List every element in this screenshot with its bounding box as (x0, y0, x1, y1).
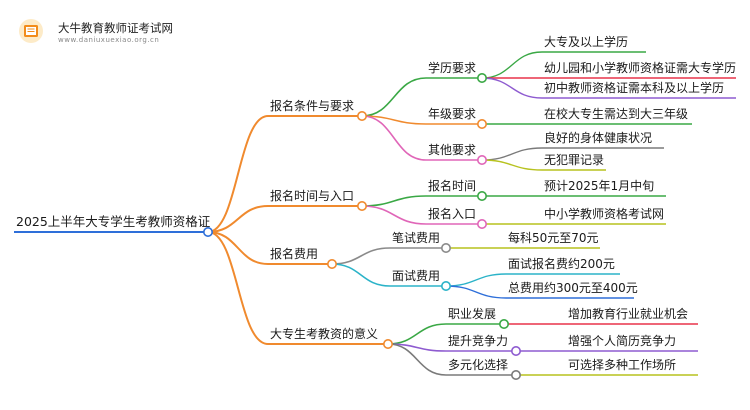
node-dot (498, 318, 509, 329)
leaf-label: 面试报名费约200元 (508, 257, 615, 271)
node-dot (476, 155, 487, 166)
subbranch-label: 其他要求 (428, 143, 477, 157)
leaf-connector (481, 51, 543, 79)
node-dot (510, 345, 521, 356)
branch-connector (207, 231, 269, 345)
branch-label: 报名条件与要求 (270, 99, 355, 113)
branch-connector (207, 115, 269, 233)
branch-label: 报名费用 (270, 247, 319, 261)
leaf-label: 预计2025年1月中旬 (544, 179, 655, 193)
subbranch-connector (387, 343, 447, 376)
leaf-connector (481, 159, 543, 171)
subbranch-label: 报名时间 (428, 179, 477, 193)
node-dot (440, 280, 451, 291)
subbranch-connector (331, 247, 391, 265)
subbranch-label: 职业发展 (448, 307, 497, 321)
leaf-label: 总费用约300元至400元 (508, 281, 638, 295)
leaf-connector (481, 77, 543, 99)
node-dot (476, 73, 487, 84)
subbranch-label: 报名入口 (428, 207, 477, 221)
node-dot (440, 243, 451, 254)
leaf-label: 中小学教师资格考试网 (544, 207, 665, 221)
leaf-label: 幼儿园和小学教师资格证需大专学历 (544, 61, 737, 75)
leaf-connector (481, 147, 543, 161)
subbranch-connector (361, 195, 427, 207)
leaf-connector (445, 273, 507, 287)
leaf-label: 在校大专生需达到大三年级 (544, 107, 689, 121)
leaf-label: 每科50元至70元 (508, 231, 599, 245)
leaf-connector (445, 285, 507, 299)
brand-logo: 大牛教育教师证考试网 www.daniuxuexiao.org.cn (14, 8, 194, 48)
branch-node-dot (382, 338, 393, 349)
subbranch-connector (361, 115, 427, 161)
leaf-label: 良好的身体健康状况 (544, 131, 653, 145)
root-node-label: 2025上半年大专学生考教师资格证 (16, 214, 211, 229)
node-dot (476, 219, 487, 230)
leaf-label: 增加教育行业就业机会 (568, 307, 689, 321)
leaf-label: 初中教师资格证需本科及以上学历 (544, 81, 725, 95)
subbranch-connector (361, 77, 427, 117)
branch-connector (207, 231, 269, 265)
branch-node-dot (326, 258, 337, 269)
subbranch-label: 年级要求 (428, 107, 477, 121)
branch-label: 大专生考教资的意义 (270, 327, 379, 341)
node-dot (476, 191, 487, 202)
book-logo-icon (19, 19, 43, 43)
leaf-label: 可选择多种工作场所 (568, 358, 677, 372)
subbranch-label: 笔试费用 (392, 231, 441, 245)
root-node-dot (203, 227, 214, 238)
brand-url: www.daniuxuexiao.org.cn (58, 36, 160, 44)
branch-connector (207, 205, 269, 233)
subbranch-connector (361, 205, 427, 225)
subbranch-connector (331, 263, 391, 287)
leaf-label: 大专及以上学历 (544, 35, 629, 49)
subbranch-label: 多元化选择 (448, 358, 509, 372)
branch-node-dot (356, 201, 367, 212)
subbranch-label: 学历要求 (428, 61, 477, 75)
branch-node-dot (356, 111, 367, 122)
branch-label: 报名时间与入口 (270, 189, 355, 203)
subbranch-label: 面试费用 (392, 269, 441, 283)
leaf-label: 增强个人简历竞争力 (568, 334, 677, 348)
subbranch-connector (387, 323, 447, 345)
node-dot (476, 119, 487, 130)
subbranch-label: 提升竞争力 (448, 334, 509, 348)
node-dot (510, 369, 521, 380)
leaf-label: 无犯罪记录 (544, 153, 605, 167)
brand-title: 大牛教育教师证考试网 (58, 21, 173, 35)
